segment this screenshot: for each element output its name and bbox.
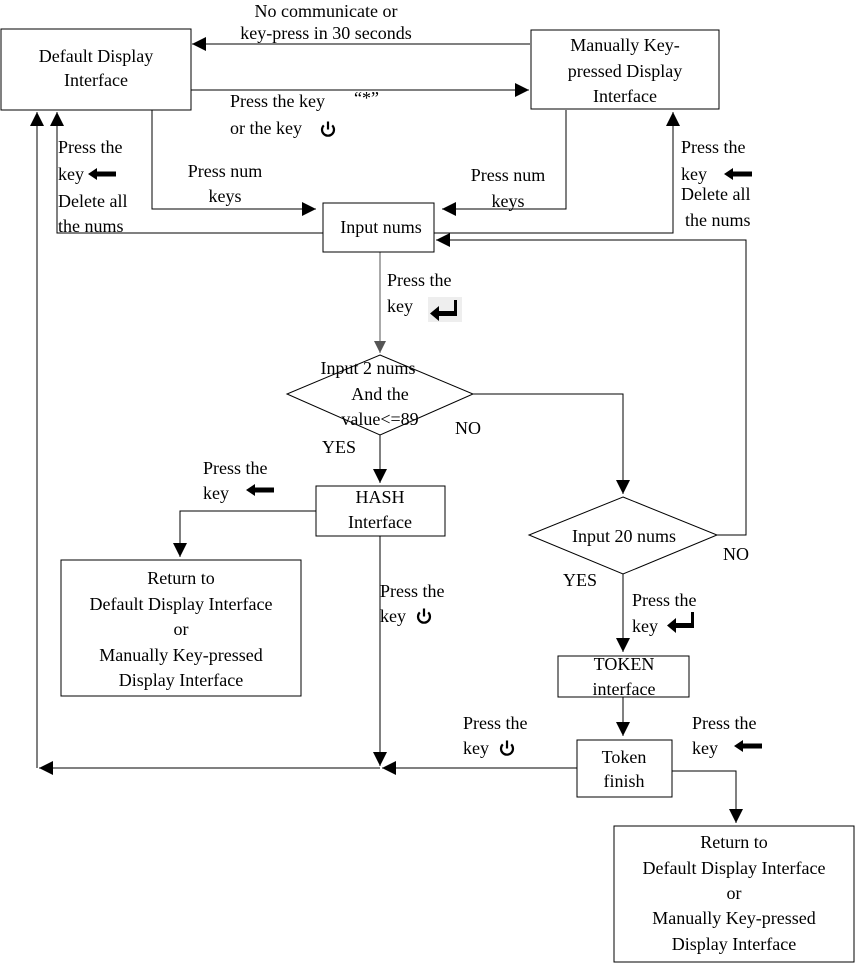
token-finish-label-2: finish (603, 771, 644, 791)
label-press-num-left-1: Press num (188, 161, 263, 181)
label-right-back-2: key (681, 164, 707, 184)
label-hash-back-2: key (203, 483, 229, 503)
label-press-enter-1: Press the (387, 270, 452, 290)
label-left-back-4: the nums (58, 216, 124, 236)
power-icon (499, 739, 515, 756)
arrow-no-to-input (436, 233, 747, 536)
arrow-hash-to-return (173, 510, 316, 557)
arrow-no-to-20nums (473, 393, 630, 494)
label-timeout-2: key-press in 30 seconds (240, 23, 411, 43)
label-right-back-4: the nums (685, 210, 751, 230)
label-press-enter-2-2: key (632, 616, 658, 636)
back-arrow-icon (246, 484, 274, 496)
token-interface-label-2: interface (593, 679, 656, 699)
label-left-back-2: key (58, 164, 84, 184)
decision-20nums-label: Input 20 nums (572, 526, 676, 546)
label-timeout-1: No communicate or (255, 1, 398, 21)
label-yes-1: YES (322, 437, 356, 457)
label-press-back-2-2: key (692, 738, 718, 758)
arrow-manual-to-input (442, 110, 567, 216)
token-interface-node: TOKEN interface (557, 654, 690, 699)
enter-icon (667, 612, 694, 633)
decision-2nums-label-1: Input 2 nums (320, 358, 415, 378)
hash-label-1: HASH (355, 487, 404, 507)
return-right-label-3: or (727, 883, 742, 903)
return-left-label-4: Manually Key-pressed (99, 645, 262, 665)
label-press-star-2: or the key (230, 118, 302, 138)
input-nums-label: Input nums (340, 217, 422, 237)
manual-display-label-3: Interface (593, 86, 657, 106)
label-press-back-2-1: Press the (692, 713, 757, 733)
manual-display-label-1: Manually Key- (570, 35, 679, 55)
decision-2nums-label-2: And the (351, 384, 409, 404)
label-right-back-3: Delete all (681, 184, 750, 204)
return-right-label-5: Display Interface (672, 934, 796, 954)
label-press-enter-2: key (387, 296, 413, 316)
return-left-label-2: Default Display Interface (90, 594, 273, 614)
label-press-star-1: Press the key (230, 91, 325, 111)
decision-20nums-node: Input 20 nums (527, 496, 719, 575)
label-hash-power-2: key (380, 606, 406, 626)
label-no-1: NO (455, 418, 481, 438)
label-press-num-right-2: keys (492, 191, 525, 211)
default-display-node: Default Display Interface (0, 28, 192, 111)
decision-2nums-label-3: value<=89 (341, 409, 418, 429)
hash-interface-node: HASH Interface (315, 485, 446, 537)
arrow-finish-to-return (672, 770, 743, 823)
label-left-back-1: Press the (58, 137, 123, 157)
return-left-label-1: Return to (147, 568, 215, 588)
edge-labels: No communicate or key-press in 30 second… (58, 1, 762, 758)
return-left-label-5: Display Interface (119, 670, 243, 690)
default-display-label-1: Default Display (39, 46, 153, 66)
arrow-input-to-manual (434, 112, 680, 234)
power-icon (320, 120, 336, 137)
back-arrow-icon (724, 168, 752, 180)
arrow-input-to-default (50, 112, 323, 234)
token-interface-label-1: TOKEN (594, 654, 655, 674)
input-nums-node: Input nums (322, 202, 435, 253)
label-yes-2: YES (563, 570, 597, 590)
hash-label-2: Interface (348, 512, 412, 532)
connectors (30, 37, 747, 823)
label-press-power-2-2: key (463, 738, 489, 758)
label-hash-back-1: Press the (203, 458, 268, 478)
back-arrow-icon (88, 168, 116, 180)
label-press-num-right-1: Press num (471, 165, 546, 185)
return-left-node: Return to Default Display Interface or M… (60, 559, 302, 697)
label-hash-power-1: Press the (380, 581, 445, 601)
return-right-label-1: Return to (700, 832, 768, 852)
back-arrow-icon (734, 740, 762, 752)
label-press-num-left-2: keys (209, 186, 242, 206)
token-finish-node: Token finish (576, 739, 673, 798)
manual-display-label-2: pressed Display (568, 61, 682, 81)
label-left-back-3: Delete all (58, 191, 127, 211)
return-right-label-2: Default Display Interface (643, 858, 826, 878)
label-no-2: NO (723, 544, 749, 564)
label-right-back-1: Press the (681, 137, 746, 157)
return-left-label-3: or (174, 619, 189, 639)
power-icon (416, 607, 432, 624)
label-press-power-2-1: Press the (463, 713, 528, 733)
default-display-label-2: Interface (64, 70, 128, 90)
token-finish-label-1: Token (602, 747, 647, 767)
return-right-node: Return to Default Display Interface or M… (613, 825, 855, 963)
arrow-default-to-input (151, 110, 316, 216)
label-press-star-quote: “*” (354, 88, 379, 108)
decision-2nums-node: Input 2 nums And the value<=89 (285, 354, 475, 436)
manual-display-node: Manually Key- pressed Display Interface (530, 29, 720, 110)
return-right-label-4: Manually Key-pressed (652, 908, 815, 928)
label-press-enter-2-1: Press the (632, 590, 697, 610)
